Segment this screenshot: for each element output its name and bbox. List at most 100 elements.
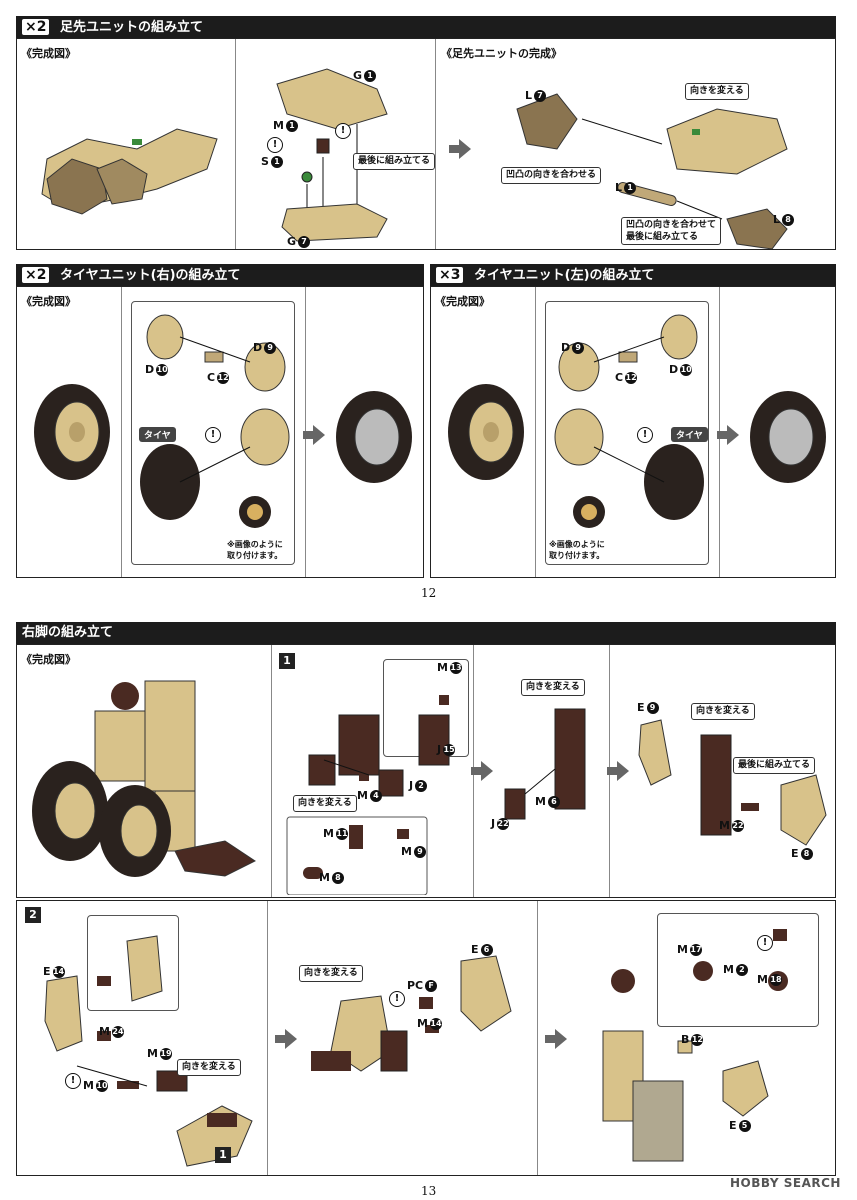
section-header-tire-right: ×2 タイヤユニット(右)の組み立て: [16, 264, 424, 286]
right-leg-completed-image: [32, 680, 256, 877]
caution-icon: !: [335, 123, 351, 139]
callout-direction-change: 向きを変える: [293, 795, 357, 812]
step1-assembly-image: [504, 708, 586, 820]
tire-final-image: [336, 391, 412, 483]
section-title: タイヤユニット(左)の組み立て: [474, 268, 655, 283]
next-step-arrow: [471, 761, 493, 781]
next-step-arrow: [607, 761, 629, 781]
caution-icon: !: [637, 427, 653, 443]
wheel-parts-image: [140, 314, 290, 528]
tire-tag: タイヤ: [139, 427, 176, 442]
completed-label: 《完成図》: [21, 47, 76, 60]
callout-assemble-last: 最後に組み立てる: [733, 757, 816, 774]
caution-icon: !: [205, 427, 221, 443]
tire-completed-image: [34, 384, 110, 480]
caution-icon: !: [65, 1073, 81, 1089]
step1-final-image: [638, 719, 827, 846]
page-number: 13: [421, 1184, 437, 1198]
callout-align-bumps: 凹凸の向きを合わせる: [501, 167, 602, 184]
tire-completed-image: [448, 384, 524, 480]
next-step-arrow: [545, 1029, 567, 1049]
next-step-arrow: [275, 1029, 297, 1049]
completed-label: 《完成図》: [435, 295, 490, 308]
step-reference: 1: [215, 1147, 231, 1163]
callout-direction-change: 向きを変える: [521, 679, 585, 696]
callout-align-bumps-last: 凹凸の向きを合わせて 最後に組み立てる: [621, 217, 722, 245]
step2-parts-image: [44, 935, 253, 1167]
next-step-arrow: [303, 425, 325, 445]
section-header-toe-unit: ×2 足先ユニットの組み立て: [16, 16, 836, 38]
page-number: 12: [421, 586, 437, 600]
callout-direction-change: 向きを変える: [685, 83, 749, 100]
toe-unit-completed-image: [41, 128, 218, 215]
wheel-parts-image: [554, 314, 704, 528]
section-header-right-leg: 右脚の組み立て: [16, 622, 836, 644]
watermark: HOBBY SEARCH: [730, 1176, 841, 1190]
caution-icon: !: [267, 137, 283, 153]
caution-icon: !: [389, 991, 405, 1007]
completion-title: 《足先ユニットの完成》: [441, 47, 562, 60]
callout-direction-change: 向きを変える: [691, 703, 755, 720]
tire-tag: タイヤ: [671, 427, 708, 442]
callout-assemble-last: 最後に組み立てる: [353, 153, 436, 170]
toe-unit-parts-image: [276, 68, 388, 242]
next-step-arrow: [449, 139, 471, 159]
step-number: 1: [279, 653, 295, 669]
section-header-tire-left: ×3 タイヤユニット(左)の組み立て: [430, 264, 836, 286]
step-number: 2: [25, 907, 41, 923]
section-title: 足先ユニットの組み立て: [60, 20, 204, 35]
callout-direction-change: 向きを変える: [177, 1059, 241, 1076]
toe-unit-final-assembly-image: [516, 93, 788, 249]
multiplier: ×2: [22, 19, 50, 35]
step2-final-image: [602, 929, 788, 1162]
completed-label: 《完成図》: [21, 653, 76, 666]
multiplier: ×2: [22, 267, 50, 283]
tire-final-image: [750, 391, 826, 483]
section-title: 右脚の組み立て: [22, 625, 114, 640]
section-title: タイヤユニット(右)の組み立て: [60, 268, 241, 283]
completed-label: 《完成図》: [21, 295, 76, 308]
attach-note: ※画像のように 取り付けます。: [227, 540, 283, 560]
